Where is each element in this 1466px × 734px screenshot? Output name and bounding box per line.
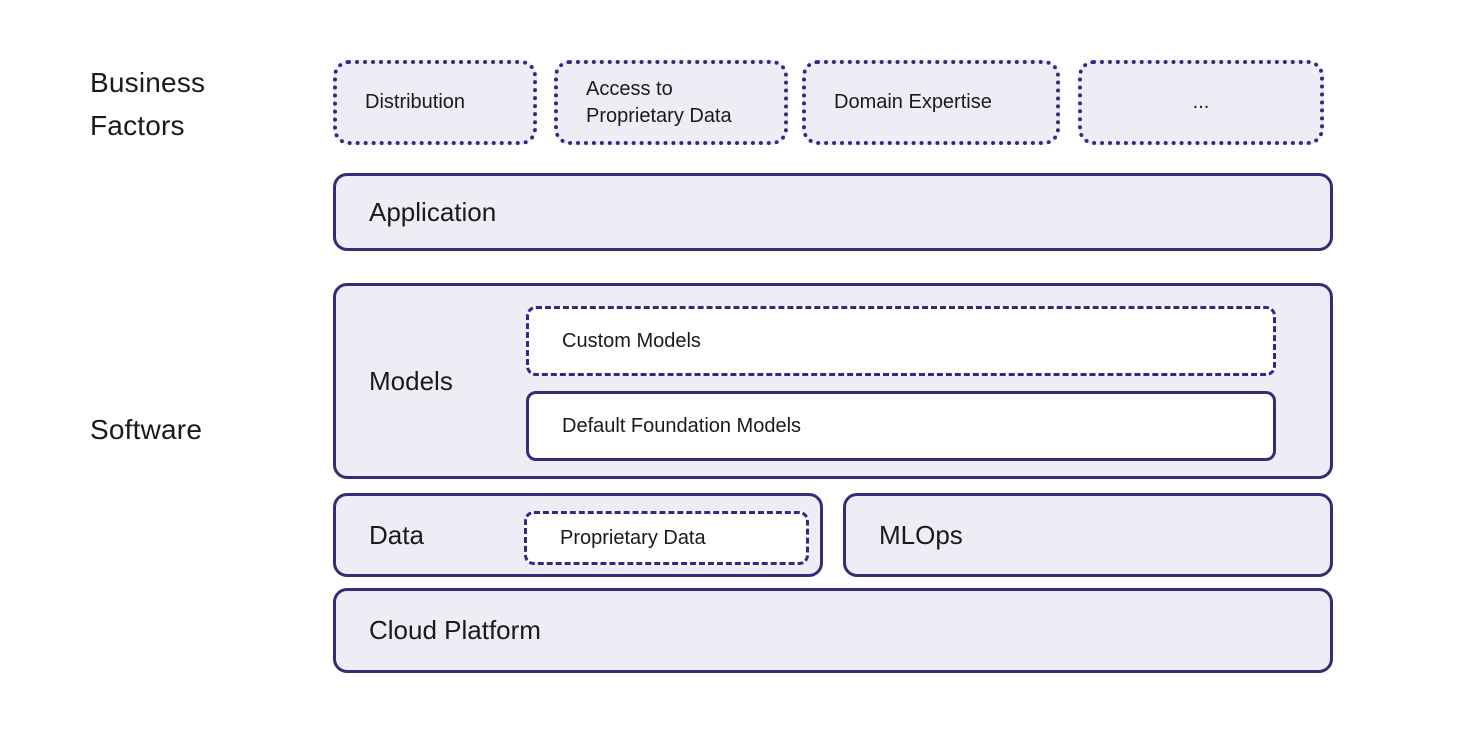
custom-models-label: Custom Models: [562, 329, 701, 352]
business-factor-label-distribution: Distribution: [365, 91, 466, 113]
business-factor-box-access-to-proprietary-data: Access to Proprietary Data: [554, 60, 788, 145]
cloud-platform-label: Cloud Platform: [369, 615, 541, 645]
business-factor-box-domain-expertise: Domain Expertise: [802, 60, 1060, 145]
business-factor-label-ellipsis: ...: [1192, 91, 1210, 113]
proprietary-data-box: Proprietary Data: [524, 511, 809, 565]
data-box: Data Proprietary Data: [333, 493, 823, 577]
mlops-box: MLOps: [843, 493, 1333, 577]
business-factor-box-ellipsis: ...: [1078, 60, 1324, 145]
data-label: Data: [369, 519, 424, 550]
application-box: Application: [333, 173, 1333, 251]
default-foundation-models-box: Default Foundation Models: [526, 391, 1276, 461]
business-factor-box-distribution: Distribution: [333, 60, 537, 145]
custom-models-box: Custom Models: [526, 306, 1276, 376]
models-label: Models: [369, 365, 453, 396]
business-factor-label-domain-expertise: Domain Expertise: [834, 91, 992, 113]
cloud-platform-box: Cloud Platform: [333, 588, 1333, 673]
models-box: Models Custom Models Default Foundation …: [333, 283, 1333, 479]
mlops-label: MLOps: [879, 519, 963, 550]
software-label: Software: [90, 414, 203, 445]
business-factor-label-access-to-proprietary-data: Access to Proprietary Data: [586, 77, 732, 127]
application-label: Application: [369, 196, 497, 227]
business-factors-label: Business Factors: [90, 67, 206, 141]
default-foundation-models-label: Default Foundation Models: [562, 414, 802, 437]
proprietary-data-label: Proprietary Data: [560, 526, 706, 549]
